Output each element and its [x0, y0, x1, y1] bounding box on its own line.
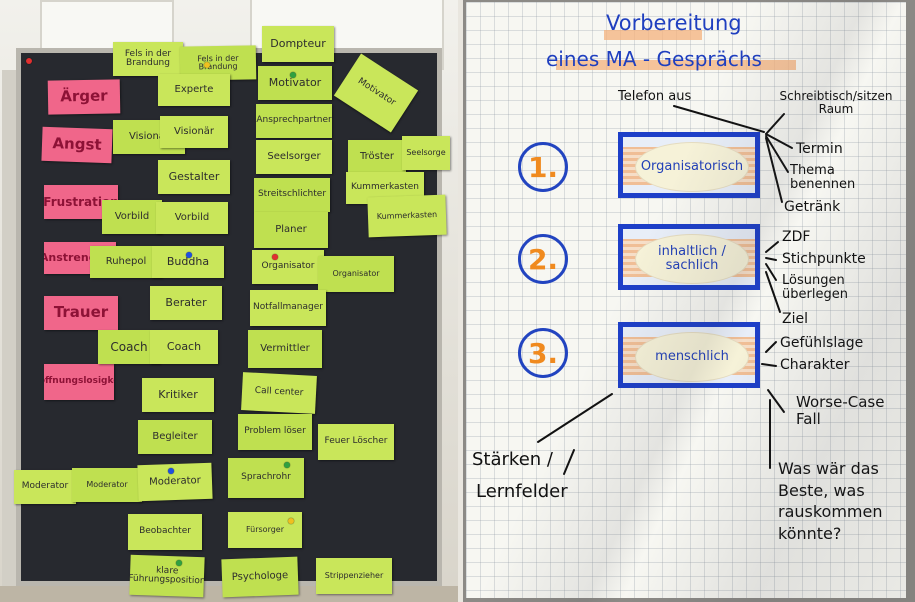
step-label-oval: menschlich [635, 332, 749, 382]
pin [290, 72, 296, 78]
step-note: Termin [796, 141, 843, 157]
step-note: Was wär das Beste, was rauskommen könnte… [778, 459, 883, 543]
note-streitschlichter: Streitschlichter [254, 178, 330, 212]
board-frame [2, 70, 16, 590]
pin [272, 254, 278, 260]
note-hoffnungslosigkeit: Hoffnungslosigkeit [44, 364, 114, 400]
note-trauer: Trauer [44, 296, 118, 330]
flipchart-paper: Vorbereitung eines MA - Gesprächs Telefo… [466, 2, 906, 598]
note-angst: Angst [41, 126, 113, 164]
note-seelsorger: Seelsorger [256, 140, 332, 174]
note-vermittler: Vermittler [248, 330, 322, 368]
step-note: Charakter [780, 357, 850, 373]
note-experte: Experte [158, 74, 230, 106]
note-troester: Tröster [348, 140, 406, 174]
pin [204, 62, 210, 68]
note-organisator: Organisator [252, 250, 324, 284]
pin [168, 468, 174, 474]
pin [26, 58, 32, 64]
note-motivator: Motivator [258, 66, 332, 100]
bottom-note-line-2: Lernfelder [476, 481, 568, 502]
note-feuerloescher: Feuer Löscher [318, 424, 394, 460]
step-note: Stichpunkte [782, 251, 866, 267]
note-vorbild: Vorbild [102, 200, 162, 234]
note-moderator-3: Moderator [137, 462, 213, 502]
note-beobachter: Beobachter [128, 514, 202, 550]
step-note: Getränk [784, 199, 841, 215]
note-kritiker: Kritiker [142, 378, 214, 412]
note-kummerkasten-2: Kummerkasten [367, 194, 447, 238]
step-note: Worse-Case Fall [796, 393, 885, 428]
step-note: Lösungen überlegen [782, 273, 848, 303]
note-moderator-2: Moderator [72, 468, 142, 502]
note-coach-2: Coach [150, 330, 218, 364]
note-telefon: Telefon aus [618, 89, 692, 104]
flipchart-photo: Vorbereitung eines MA - Gesprächs Telefo… [463, 0, 915, 602]
step-box: Organisatorisch [618, 132, 760, 198]
note-begleiter: Begleiter [138, 420, 212, 454]
title-line-1: Vorbereitung [606, 11, 742, 35]
note-ansprechpartner: Ansprechpartner [256, 104, 332, 138]
step-label-oval: Organisatorisch [635, 142, 749, 192]
note-seelsorge: Seelsorge [402, 136, 450, 170]
note-strippenzieher: Strippenzieher [316, 558, 392, 594]
note-dompteur: Dompteur [262, 26, 334, 62]
note-visionaer-2: Visionär [160, 116, 228, 148]
note-problemloeser: Problem löser [238, 414, 312, 450]
step-note: Ziel [782, 311, 808, 327]
step-box: inhaltlich / sachlich [618, 224, 760, 290]
note-ruhepol: Ruhepol [90, 246, 162, 278]
note-organisator-2: Organisator [318, 256, 394, 292]
bottom-note-line-1: Stärken / [472, 449, 553, 470]
note-sprachrohr: Sprachrohr [228, 458, 304, 498]
step-note: Thema benennen [790, 163, 856, 193]
pinboard-photo: Ärger Angst Frustration Anstrengung Trau… [0, 0, 458, 602]
note-planer: Planer [254, 212, 328, 248]
step-number: 3. [518, 328, 568, 378]
title-highlight [556, 60, 796, 70]
note-coach: Coach [98, 330, 160, 364]
pin [176, 560, 182, 566]
note-buddha: Buddha [152, 246, 224, 278]
step-number: 1. [518, 142, 568, 192]
note-raum: Schreibtisch/sitzen Raum [779, 89, 893, 117]
note-notfallmanager: Notfallmanager [250, 290, 326, 326]
step-note: Gefühlslage [780, 335, 864, 351]
step-note: ZDF [782, 229, 811, 245]
connector-lines [537, 105, 793, 475]
note-call-center: Call center [241, 372, 317, 414]
note-aerger: Ärger [47, 79, 121, 115]
pin [288, 518, 294, 524]
note-gestalter: Gestalter [158, 160, 230, 194]
note-moderator: Moderator [14, 470, 76, 504]
title-highlight [604, 30, 702, 40]
note-fels-in-der-brandung: Fels in der Brandung [113, 42, 183, 76]
step-number: 2. [518, 234, 568, 284]
note-vorbild-2: Vorbild [156, 202, 228, 234]
title-line-2: eines MA - Gesprächs [546, 47, 762, 71]
note-berater: Berater [150, 286, 222, 320]
pin [186, 252, 192, 258]
step-box: menschlich [618, 322, 760, 388]
step-label-oval: inhaltlich / sachlich [635, 234, 749, 284]
note-psychologe: Psychologe [221, 556, 299, 598]
note-klare-fuehrungsposition: klare Führungsposition [129, 554, 205, 598]
pin [284, 462, 290, 468]
